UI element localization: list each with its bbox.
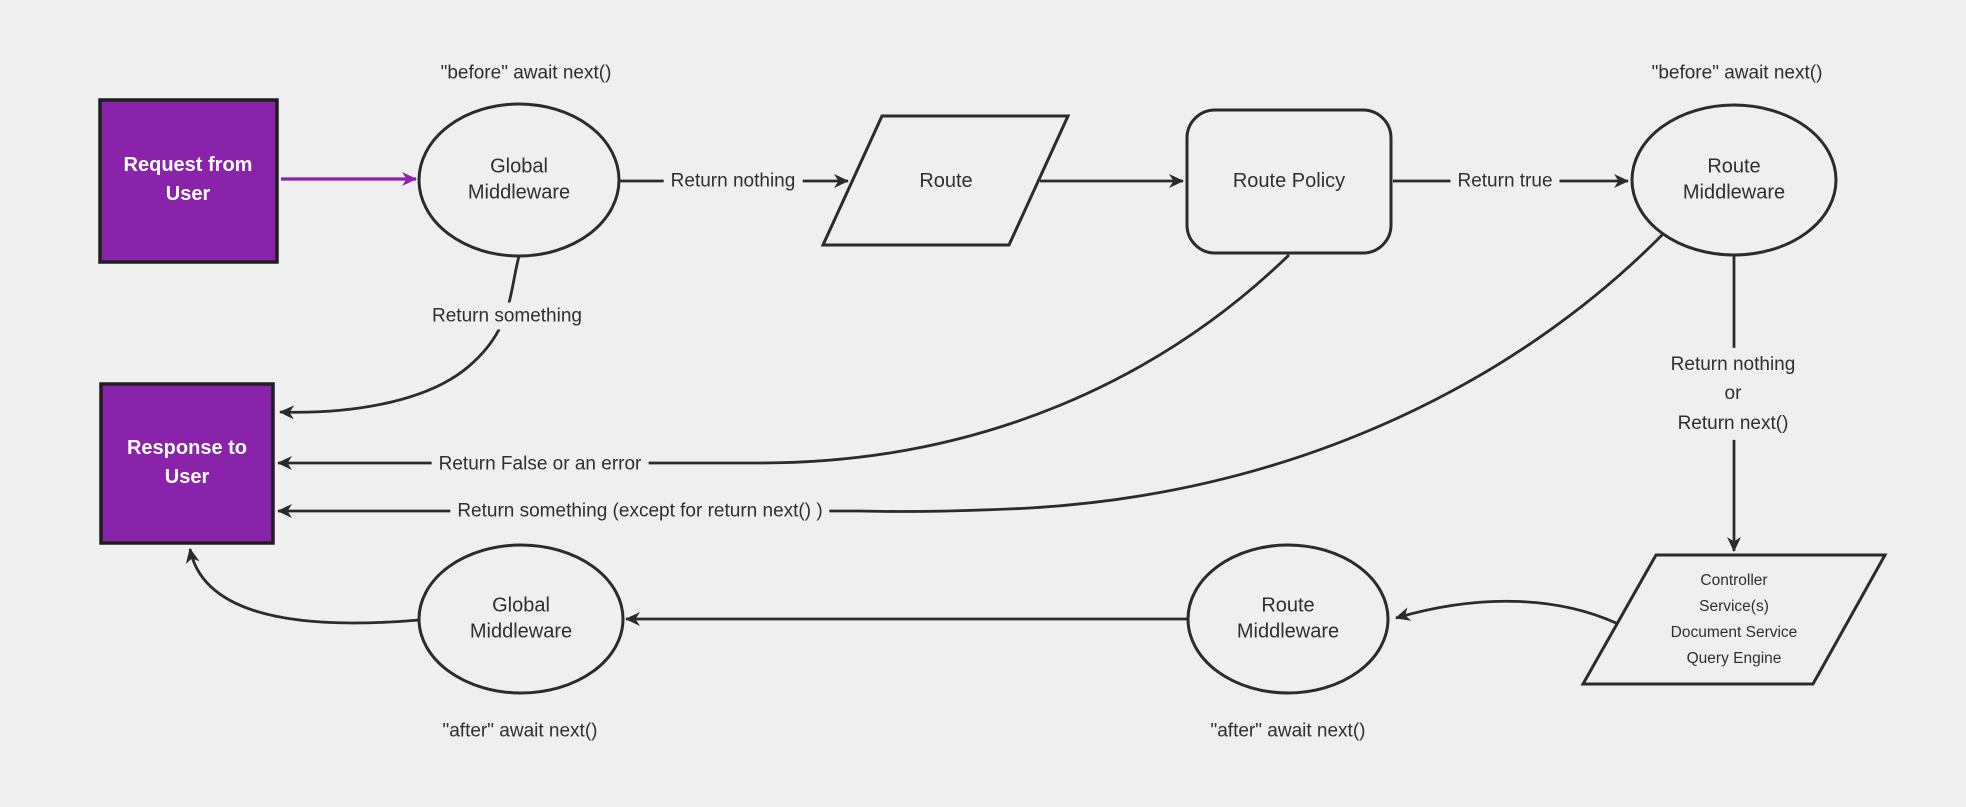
route-parallelogram bbox=[820, 114, 1071, 247]
route-policy-label: Route Policy bbox=[1232, 169, 1346, 192]
after-await-next-global-label: "after" await next() bbox=[442, 720, 598, 742]
route-middleware-before-label: Route Middleware bbox=[1682, 155, 1786, 204]
route-middleware-after-label: Route Middleware bbox=[1236, 594, 1340, 643]
edge-global-middleware-after-to-response bbox=[185, 548, 420, 625]
return-true-label: Return true bbox=[1450, 167, 1560, 195]
route-policy-box bbox=[1185, 108, 1393, 255]
request-from-user-box bbox=[98, 98, 279, 264]
return-something-label: Return something bbox=[425, 302, 589, 330]
route-label: Route bbox=[919, 169, 973, 192]
controller-services-parallelogram bbox=[1580, 553, 1888, 686]
before-await-next-global-label: "before" await next() bbox=[440, 62, 612, 84]
global-middleware-before-label: Global Middleware bbox=[467, 155, 571, 204]
edge-route-middleware-return-something-to-response bbox=[277, 231, 1666, 518]
global-middleware-after-label: Global Middleware bbox=[469, 594, 573, 643]
request-from-user-label: Request from User bbox=[123, 154, 253, 205]
return-false-or-error-label: Return False or an error bbox=[431, 450, 649, 478]
global-middleware-before-ellipse bbox=[417, 102, 621, 258]
edge-controller-to-route-middleware-after bbox=[1395, 599, 1617, 625]
after-await-next-route-label: "after" await next() bbox=[1210, 720, 1366, 742]
edge-global-middleware-return-something-to-response bbox=[279, 255, 521, 420]
return-nothing-or-next-label: Return nothing or Return next() bbox=[1661, 347, 1805, 441]
global-middleware-after-ellipse bbox=[417, 543, 625, 695]
before-await-next-route-label: "before" await next() bbox=[1651, 62, 1823, 84]
response-to-user-label: Response to User bbox=[126, 437, 248, 488]
edge-route-policy-return-false-to-response bbox=[277, 253, 1290, 470]
return-something-except-label: Return something (except for return next… bbox=[450, 497, 830, 525]
response-to-user-box bbox=[99, 382, 275, 545]
route-middleware-after-ellipse bbox=[1186, 543, 1390, 695]
controller-services-label: Controller Service(s) Document Service Q… bbox=[1670, 571, 1798, 668]
return-nothing-label: Return nothing bbox=[663, 167, 803, 195]
route-middleware-before-ellipse bbox=[1630, 103, 1838, 257]
